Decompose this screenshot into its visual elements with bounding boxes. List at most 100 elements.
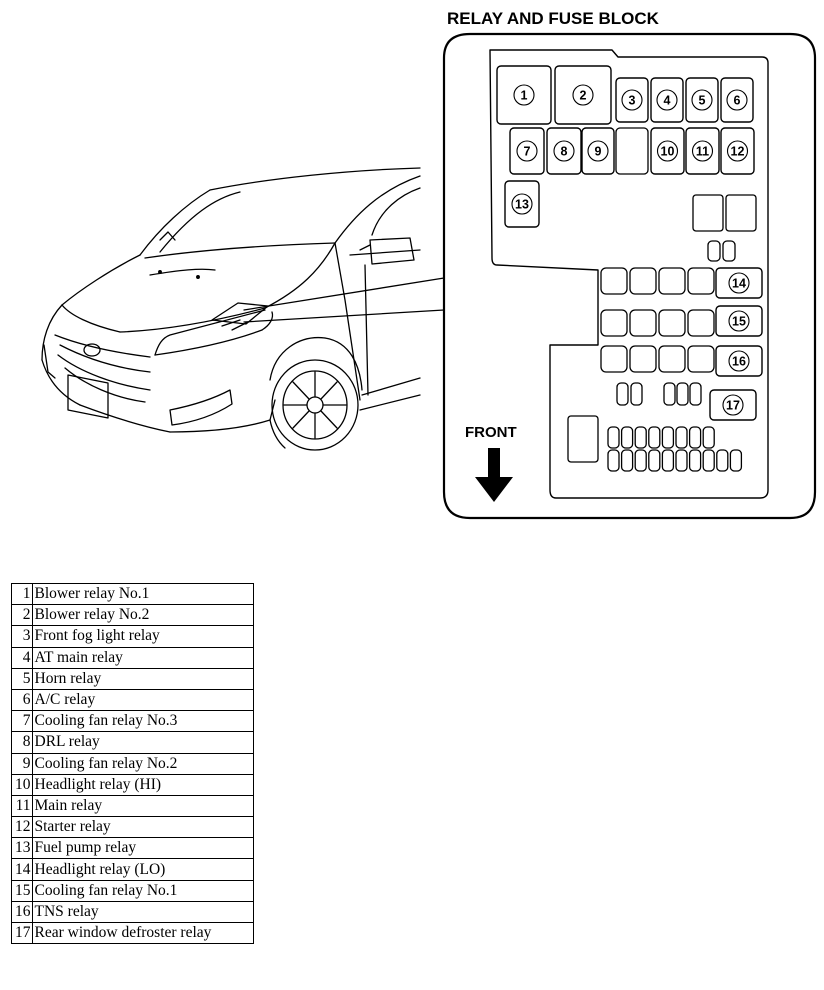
relay-8 xyxy=(546,127,582,175)
legend-description: Cooling fan relay No.1 xyxy=(31,879,254,902)
legend-number: 6 xyxy=(11,688,33,712)
relay-number-label: 10 xyxy=(661,145,675,159)
legend-description: Horn relay xyxy=(31,667,254,690)
front-arrow-icon xyxy=(475,448,513,502)
mini-fuse xyxy=(688,426,702,449)
legend-number: 7 xyxy=(11,710,33,733)
legend-description: Fuel pump relay xyxy=(31,837,254,860)
relay-1 xyxy=(496,65,552,125)
car-illustration xyxy=(41,167,421,451)
mini-fuse xyxy=(630,382,643,406)
mini-fuse xyxy=(648,426,661,449)
diagram-title: RELAY AND FUSE BLOCK xyxy=(447,9,660,28)
legend-description: Cooling fan relay No.3 xyxy=(31,710,254,733)
legend-number: 9 xyxy=(11,752,33,775)
fuse-box xyxy=(687,345,715,373)
relay-7 xyxy=(509,127,545,175)
relay-number-label: 8 xyxy=(561,145,568,159)
legend-number: 10 xyxy=(11,773,33,796)
legend-description: Main relay xyxy=(31,794,254,818)
fuse-box xyxy=(692,194,724,232)
relay-number-circle xyxy=(511,193,533,215)
legend-number: 8 xyxy=(11,731,33,754)
mini-fuse xyxy=(648,449,661,472)
legend-description: Headlight relay (HI) xyxy=(31,773,254,796)
relay-number-label: 6 xyxy=(734,94,741,108)
legend-description: Rear window defroster relay xyxy=(31,921,254,945)
legend-number: 2 xyxy=(11,604,33,627)
legend-number: 17 xyxy=(11,921,33,945)
legend-number: 1 xyxy=(11,582,33,606)
relay-number-label: 5 xyxy=(699,94,706,108)
relay-number-label: 3 xyxy=(629,94,636,108)
legend-number: 12 xyxy=(11,816,33,839)
mini-fuse xyxy=(716,449,729,472)
relay-2 xyxy=(554,65,612,125)
relay-number-label: 9 xyxy=(595,145,602,159)
fuse-block-housing xyxy=(442,32,817,520)
relay-number-label: 14 xyxy=(732,277,746,291)
relay-17 xyxy=(709,389,757,421)
relay-3 xyxy=(615,77,649,123)
relay-number-circle xyxy=(722,394,744,416)
mini-fuse xyxy=(663,382,676,406)
legend-number: 15 xyxy=(11,879,33,902)
mini-fuse xyxy=(634,449,647,472)
fuse-box xyxy=(600,309,628,337)
legend-number: 5 xyxy=(11,667,33,690)
mini-fuse xyxy=(620,426,634,449)
relay-12 xyxy=(720,127,755,175)
legend-description: Front fog light relay xyxy=(31,625,254,648)
relay-6 xyxy=(720,77,754,123)
legend-description: Cooling fan relay No.2 xyxy=(31,752,254,775)
relay-number-label: 7 xyxy=(524,145,531,159)
relay-number-circle xyxy=(728,350,750,372)
mini-fuse xyxy=(702,426,715,449)
legend-description: Blower relay No.2 xyxy=(31,604,254,627)
mini-fuse xyxy=(729,449,743,472)
legend-number: 14 xyxy=(11,858,33,881)
relay-number-label: 13 xyxy=(515,198,529,212)
relay-number-circle xyxy=(726,89,748,111)
front-label: FRONT xyxy=(465,424,517,441)
legend-number: 11 xyxy=(11,794,33,818)
mini-fuse xyxy=(675,449,688,472)
relay-number-circle xyxy=(691,89,713,111)
legend-number: 3 xyxy=(11,625,33,648)
legend-number: 16 xyxy=(11,900,33,924)
relay-number-label: 11 xyxy=(696,145,709,159)
mini-fuse xyxy=(616,382,629,406)
fuse-box xyxy=(658,309,686,337)
relay-number-circle xyxy=(572,84,594,106)
relay-number-circle xyxy=(553,140,575,162)
fuse-box xyxy=(725,194,757,232)
relay-number-circle xyxy=(513,84,535,106)
fuse-box xyxy=(629,309,657,337)
relay-11 xyxy=(685,127,720,175)
relay-10 xyxy=(650,127,685,175)
legend-number: 4 xyxy=(11,646,33,669)
relay-number-circle xyxy=(728,272,750,294)
mini-fuse xyxy=(607,449,620,472)
mini-fuse xyxy=(702,449,715,472)
legend-number: 13 xyxy=(11,837,33,860)
mini-fuse xyxy=(675,426,688,449)
relay-number-label: 12 xyxy=(731,145,745,159)
relay-5 xyxy=(685,77,719,123)
empty-relay-slot xyxy=(615,127,649,175)
fuse-box xyxy=(629,345,657,373)
legend-description: Starter relay xyxy=(31,816,254,839)
relay-16 xyxy=(715,345,763,377)
relay-number-label: 4 xyxy=(664,94,671,108)
